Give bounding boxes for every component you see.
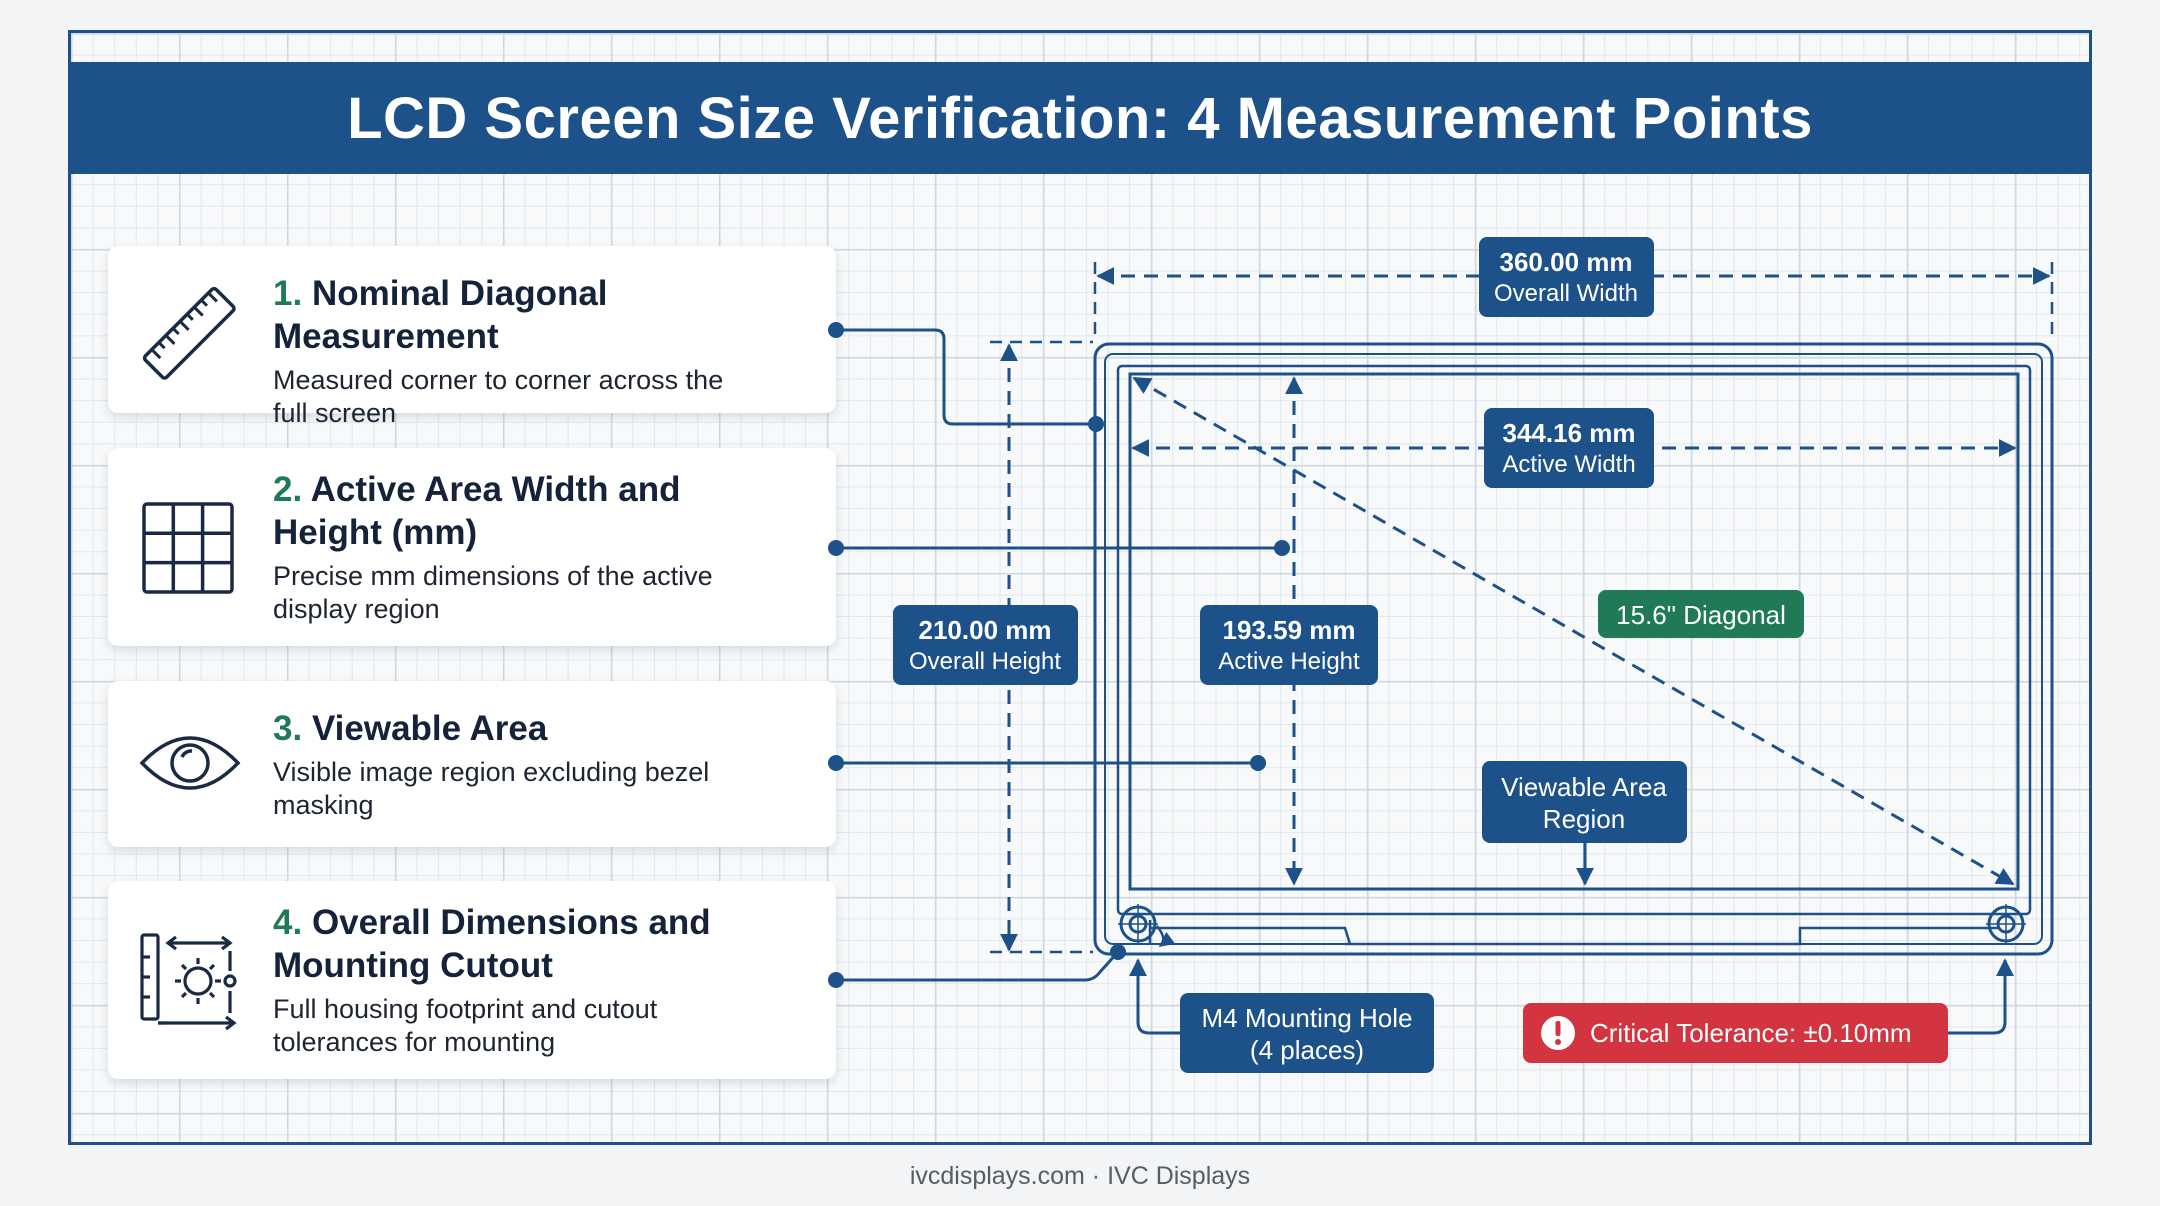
page-title: LCD Screen Size Verification: 4 Measurem…: [347, 85, 1813, 151]
svg-text:210.00 mm: 210.00 mm: [919, 615, 1052, 645]
mounting-cutout-icon: [138, 931, 242, 1036]
connector-mounting-label: [1129, 958, 1182, 1035]
ruler-icon: [138, 282, 242, 391]
label-critical-tolerance: Critical Tolerance: ±0.10mm: [1523, 1003, 1948, 1063]
label-diagonal: 15.6" Diagonal: [1598, 590, 1804, 638]
svg-text:360.00 mm: 360.00 mm: [1500, 247, 1633, 277]
svg-text:344.16 mm: 344.16 mm: [1503, 418, 1636, 448]
eye-icon: [138, 725, 242, 806]
svg-text:Critical Tolerance: ±0.10mm: Critical Tolerance: ±0.10mm: [1590, 1018, 1912, 1048]
svg-text:Active Width: Active Width: [1502, 451, 1635, 478]
card-nominal-diagonal: 1. Nominal Diagonal Measurement Measured…: [108, 246, 836, 428]
label-overall-height: 210.00 mm Overall Height: [893, 605, 1078, 685]
label-mounting-hole: M4 Mounting Hole (4 places): [1180, 993, 1434, 1073]
footer-credit: ivcdisplays.com · IVC Displays: [909, 1162, 1251, 1190]
card-title: 1. Nominal Diagonal Measurement: [273, 274, 608, 356]
diagonal-dimension-line: [1132, 376, 2015, 886]
connector-tolerance-label: [1948, 958, 2014, 1035]
svg-text:Overall Width: Overall Width: [1494, 280, 1638, 307]
title-banner: LCD Screen Size Verification: 4 Measurem…: [68, 62, 2092, 174]
label-overall-width: 360.00 mm Overall Width: [1479, 237, 1654, 317]
mounting-hole-right: [1986, 904, 2026, 944]
card-title: 3. Viewable Area: [273, 709, 548, 748]
label-active-width: 344.16 mm Active Width: [1484, 408, 1654, 488]
lcd-outline: [1093, 342, 2054, 956]
svg-text:Region: Region: [1543, 804, 1625, 834]
grid-icon: [138, 498, 238, 603]
svg-text:Overall Height: Overall Height: [909, 648, 1061, 675]
mounting-hole-left: [1118, 904, 1158, 944]
svg-text:15.6" Diagonal: 15.6" Diagonal: [1616, 600, 1786, 630]
svg-text:(4 places): (4 places): [1250, 1035, 1364, 1065]
svg-text:Active Height: Active Height: [1218, 648, 1360, 675]
svg-text:Viewable Area: Viewable Area: [1501, 772, 1667, 802]
label-viewable-area: Viewable Area Region: [1482, 761, 1687, 843]
connector-card-1: [836, 328, 1096, 426]
svg-text:193.59 mm: 193.59 mm: [1223, 615, 1356, 645]
connector-card-4: [836, 950, 1120, 982]
svg-text:M4 Mounting Hole: M4 Mounting Hole: [1202, 1003, 1413, 1033]
card-viewable-area: 3. Viewable Area Visible image region ex…: [108, 681, 836, 847]
label-active-height: 193.59 mm Active Height: [1200, 605, 1378, 685]
